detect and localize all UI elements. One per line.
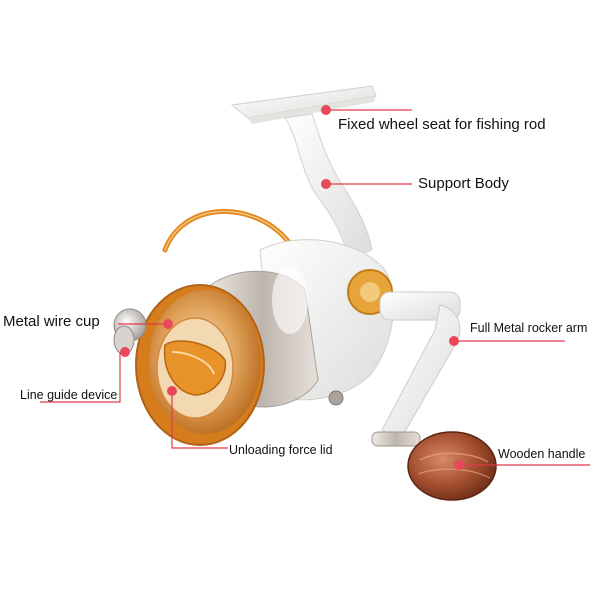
callout-dot — [449, 336, 459, 346]
spool — [135, 284, 265, 446]
callout-dot — [454, 460, 464, 470]
wooden-handle-shape — [407, 431, 497, 501]
label-fixed-wheel-seat: Fixed wheel seat for fishing rod — [338, 116, 546, 133]
callout-lines — [40, 109, 590, 466]
rod-seat-foot — [230, 85, 377, 124]
label-support-body: Support Body — [418, 175, 509, 192]
label-unloading-lid: Unloading force lid — [229, 443, 333, 457]
callout-dot — [321, 179, 331, 189]
label-rocker-arm: Full Metal rocker arm — [470, 321, 588, 335]
callout-dot — [321, 105, 331, 115]
leader-line — [171, 396, 228, 449]
label-wooden-handle: Wooden handle — [498, 447, 586, 461]
label-metal-wire-cup: Metal wire cup — [3, 313, 100, 330]
leader-line — [40, 352, 121, 403]
callout-dots — [120, 105, 464, 470]
label-line-guide: Line guide device — [20, 388, 118, 402]
metal-wire-cup-shape — [113, 308, 147, 355]
callout-dot — [163, 319, 173, 329]
callout-dot — [167, 386, 177, 396]
unloading-lid-knob — [163, 340, 227, 396]
rocker-arm-shape — [371, 291, 461, 447]
callout-dot — [120, 347, 130, 357]
